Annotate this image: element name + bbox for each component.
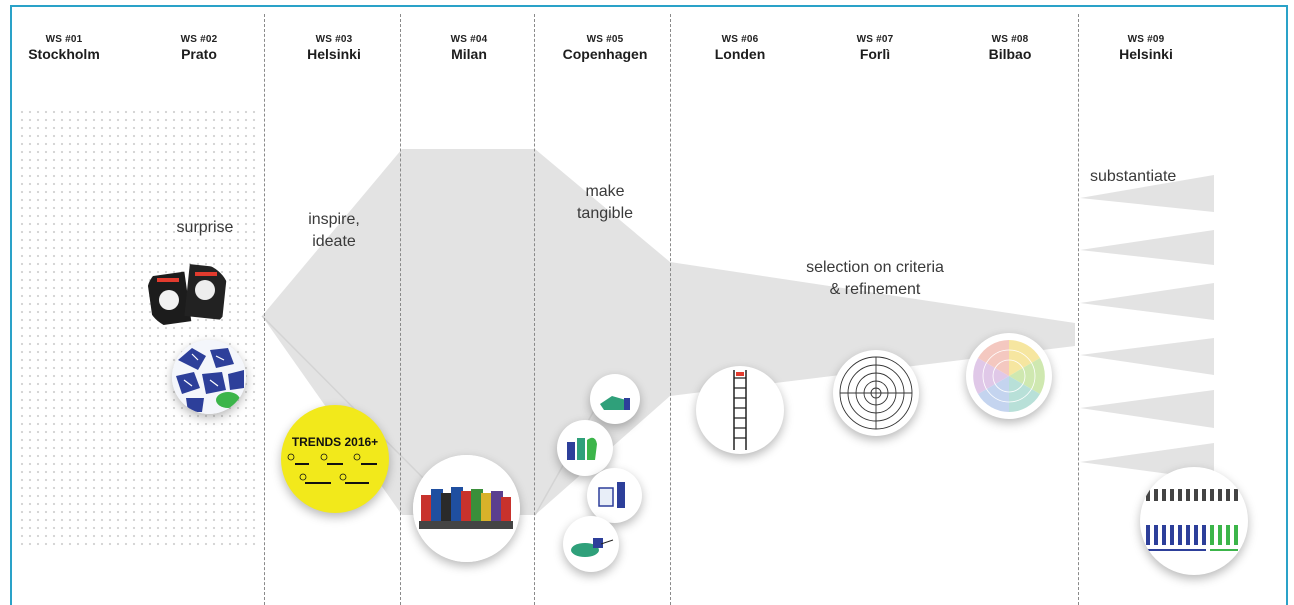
workshop-city: Helsinki [307, 46, 361, 62]
separator-line [1078, 14, 1079, 605]
criteria-wheel-image [966, 333, 1052, 419]
workshop-city: Stockholm [28, 46, 100, 62]
separator-line [400, 14, 401, 605]
workshop-number: WS #02 [180, 34, 218, 45]
workshop-city: Prato [181, 46, 217, 62]
separator-line [534, 14, 535, 605]
workshop-number: WS #09 [1127, 34, 1165, 45]
workshop-city: Bilbao [988, 46, 1032, 62]
workshop-header-6: WS #06 Londen [680, 34, 800, 62]
phase-substantiate: substantiate [1090, 168, 1177, 185]
workshop-header-2: WS #02 Prato [139, 34, 259, 62]
workshop-header-3: WS #03 Helsinki [274, 34, 394, 62]
trends-2016-image: TRENDS 2016+ [281, 405, 389, 513]
workshop-header-7: WS #07 Forlì [815, 34, 935, 62]
prototype-image-1 [590, 374, 640, 424]
tags-image [1140, 467, 1248, 575]
workshop-header-5: WS #05 Copenhagen [545, 34, 665, 62]
workshop-number: WS #05 [586, 34, 624, 45]
substantiate-wedges [1080, 175, 1214, 480]
trends-title: TRENDS 2016+ [291, 435, 379, 449]
phase-surprise: surprise [176, 219, 234, 236]
phase-make-tangible: make tangible [576, 183, 634, 222]
prototype-image-4 [563, 516, 619, 572]
ladder-image [696, 366, 784, 454]
workshop-number: WS #03 [315, 34, 353, 45]
workshop-city: Forlì [859, 46, 891, 62]
prototype-image-3 [587, 468, 642, 523]
workshop-number: WS #07 [856, 34, 894, 45]
product-boxes-image [147, 262, 229, 330]
workshop-header-9: WS #09 Helsinki [1086, 34, 1206, 62]
workshop-number: WS #08 [991, 34, 1029, 45]
prototype-image-2 [557, 420, 613, 476]
workshop-header-4: WS #04 Milan [409, 34, 529, 62]
pattern-fabric-image [172, 340, 246, 414]
workshop-number: WS #06 [721, 34, 759, 45]
phase-selection: selection on criteria & refinement [806, 259, 944, 298]
workshop-number: WS #01 [45, 34, 83, 45]
target-image [833, 350, 919, 436]
separator-line [264, 14, 265, 605]
workshop-header-8: WS #08 Bilbao [950, 34, 1070, 62]
workshop-city: Milan [451, 46, 487, 62]
dotted-background [18, 108, 258, 548]
workshop-city: Londen [714, 46, 766, 62]
workshop-number: WS #04 [450, 34, 488, 45]
workshop-header-1: WS #01 Stockholm [4, 34, 124, 62]
diagram-frame [10, 5, 1288, 605]
separator-line [670, 14, 671, 605]
workshop-city: Copenhagen [562, 46, 648, 62]
phase-inspire: inspire, ideate [308, 211, 360, 250]
superheroes-image [413, 455, 520, 562]
workshop-city: Helsinki [1119, 46, 1173, 62]
